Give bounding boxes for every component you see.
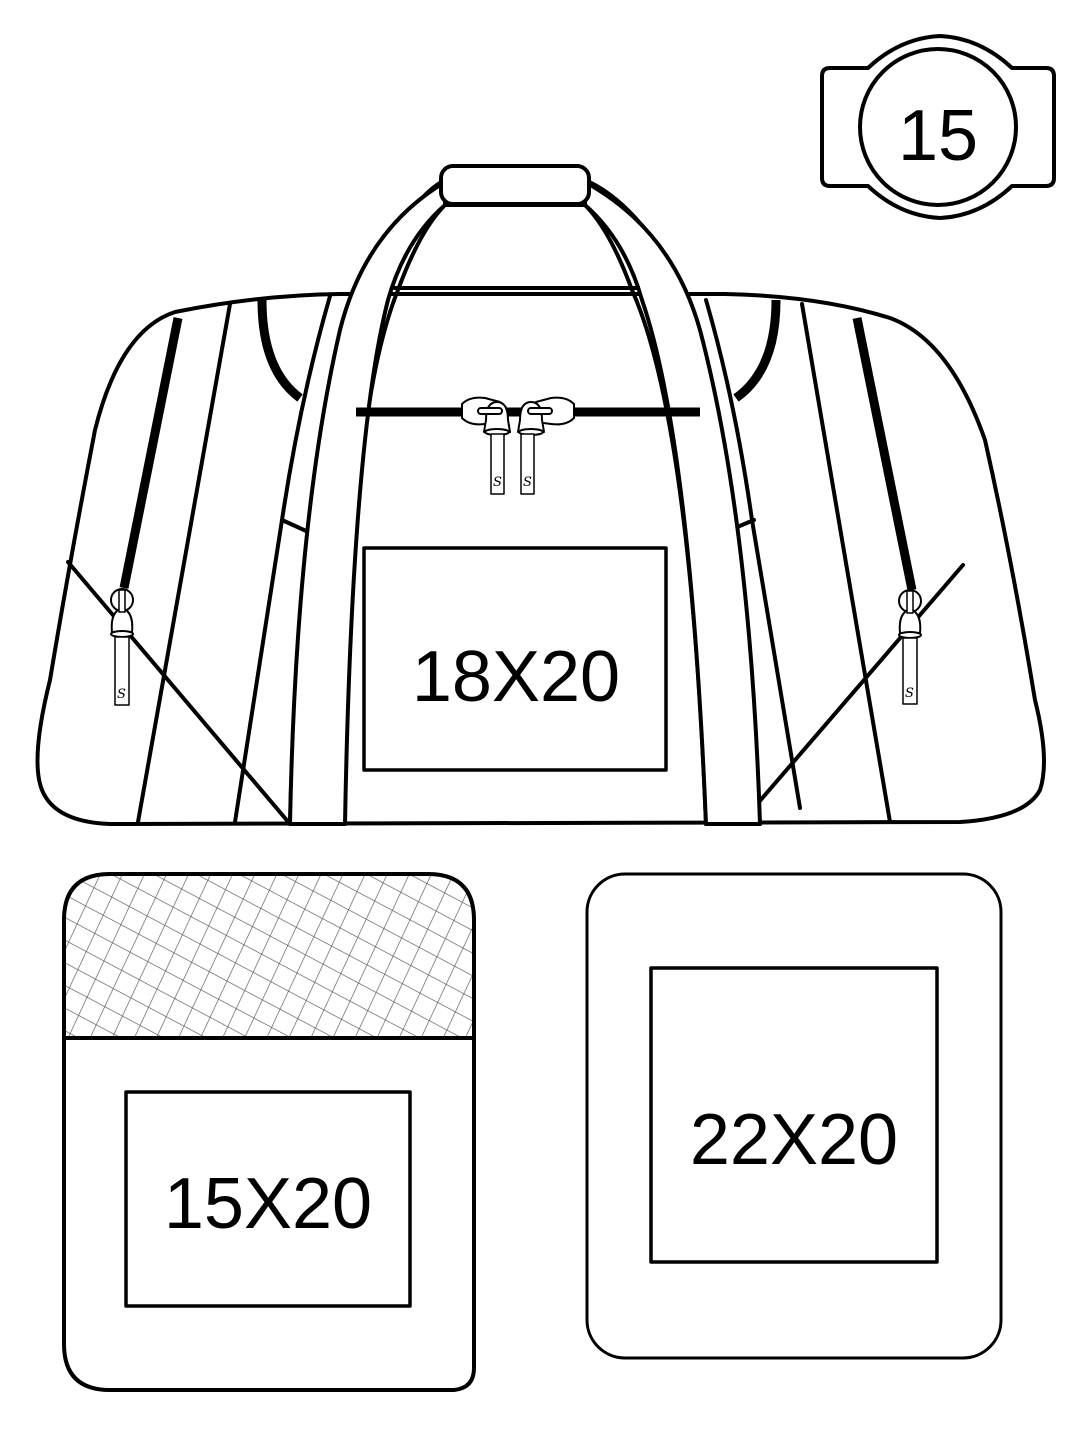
print-area-main[interactable]: 18X20 xyxy=(362,546,668,772)
mesh-panel-outline xyxy=(62,872,476,1392)
right-pocket-zipper xyxy=(852,317,917,591)
right-seam-1 xyxy=(800,302,892,824)
right-seam-2 xyxy=(704,298,802,810)
bag-body-outline xyxy=(35,292,1046,826)
mesh-pattern-icon xyxy=(64,874,474,1038)
zipper-pull-center-left[interactable]: S xyxy=(461,396,511,495)
number-badge: 15 xyxy=(820,34,1056,220)
mesh-side-panel: 15X20 xyxy=(62,872,476,1392)
print-area-mesh-panel[interactable]: 15X20 xyxy=(124,1090,412,1308)
duffel-bag: S S S xyxy=(35,164,1046,826)
zipper-pull-center-right[interactable]: S xyxy=(517,396,575,495)
handle-grip xyxy=(439,164,591,206)
left-pocket-zipper xyxy=(119,317,183,589)
left-diagonal-seam xyxy=(66,560,292,826)
zipper-pull-letter: S xyxy=(523,475,532,490)
print-area-mesh-panel-label: 15X20 xyxy=(164,1164,372,1244)
plain-panel-outline xyxy=(585,872,1003,1360)
zipper-pull-right-pocket[interactable]: S xyxy=(898,589,922,705)
badge-number: 15 xyxy=(898,96,978,176)
print-area-plain-panel-label: 22X20 xyxy=(690,1100,898,1180)
strap-left-band xyxy=(288,180,447,826)
right-arc-zipper xyxy=(733,299,781,402)
left-arc-zipper xyxy=(257,299,303,402)
left-seam-2 xyxy=(233,294,332,824)
left-seam-1 xyxy=(136,302,232,824)
zipper-pull-letter: S xyxy=(117,687,126,702)
plain-side-panel: 22X20 xyxy=(585,872,1003,1360)
zipper-pull-letter: S xyxy=(493,475,502,490)
zipper-pull-left-pocket[interactable]: S xyxy=(110,588,134,706)
strap-right-band xyxy=(583,180,762,826)
badge-outline-icon xyxy=(820,34,1056,220)
print-area-plain-panel[interactable]: 22X20 xyxy=(649,966,939,1264)
zipper-pull-letter: S xyxy=(905,686,914,701)
center-zipper-pulls[interactable]: S S xyxy=(461,396,575,495)
right-diagonal-seam xyxy=(738,563,965,826)
badge-circle-icon xyxy=(858,47,1018,207)
print-area-main-label: 18X20 xyxy=(412,637,620,717)
